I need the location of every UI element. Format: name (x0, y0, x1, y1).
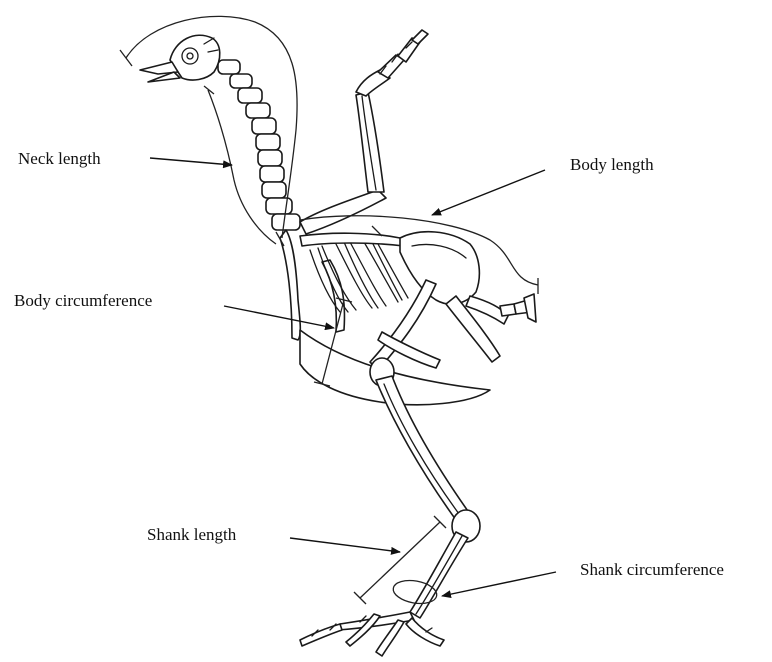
shank-circumference-label: Shank circumference (580, 560, 724, 579)
wing-bones (300, 30, 428, 234)
pelvis (400, 232, 508, 362)
shank-length-arrow (290, 538, 400, 552)
ribcage (300, 233, 408, 312)
neck-length-arrow (150, 158, 232, 165)
body-length-arrow (432, 170, 545, 215)
labels: Neck length Body length Body circumferen… (14, 149, 724, 579)
body-length-label: Body length (570, 155, 654, 174)
body-circumference-label: Body circumference (14, 291, 152, 310)
foot-bones (300, 612, 444, 656)
neck-length-label: Neck length (18, 149, 101, 168)
shank-length-label: Shank length (147, 525, 237, 544)
tarsometatarsus (410, 532, 468, 618)
body-circumference-arrow (224, 306, 334, 328)
skeleton-illustration (140, 30, 536, 656)
neck-vertebrae (218, 60, 300, 230)
femur (370, 280, 440, 386)
skull (140, 35, 220, 82)
shank-circumference-arrow (442, 572, 556, 596)
